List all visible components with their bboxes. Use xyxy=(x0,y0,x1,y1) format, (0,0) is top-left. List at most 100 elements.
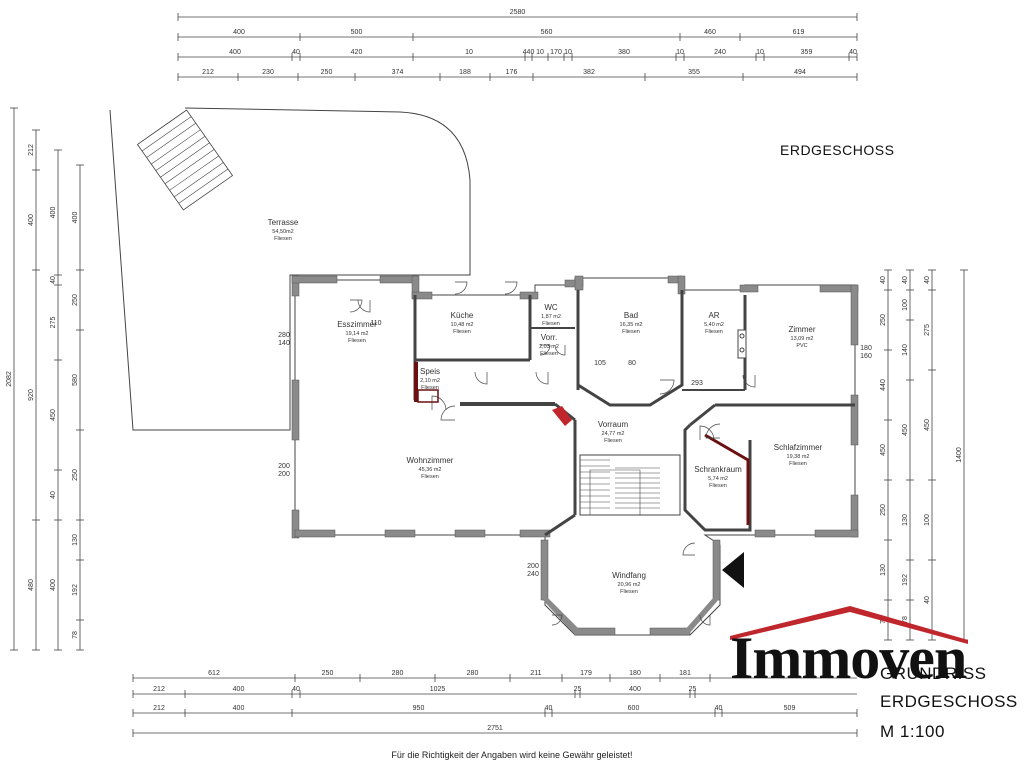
dim-top-row1-label: 560 xyxy=(541,29,553,36)
wall-south-6 xyxy=(814,529,859,538)
company-logo-text: Immoven xyxy=(730,625,967,691)
room-name: Esszimmer xyxy=(337,320,377,329)
stove-icon xyxy=(737,329,747,359)
dim-bottom-row3-label: 400 xyxy=(233,705,245,712)
dim-bottom-row2-label: 212 xyxy=(153,686,165,693)
opening-dim-label: 110 xyxy=(370,320,381,327)
dim-top-row3-label: 230 xyxy=(262,69,274,76)
dim-bottom-row2-label: 25 xyxy=(689,686,697,693)
dim-top-row3-label: 176 xyxy=(506,69,518,76)
stair-step xyxy=(155,135,206,171)
dim-right-2-label: 78 xyxy=(902,616,909,624)
stair-step xyxy=(178,168,229,204)
room-name: AR xyxy=(708,311,719,320)
dim-right-2-label: 100 xyxy=(902,299,909,311)
room-area: 5,40 m2 xyxy=(704,322,724,328)
walls xyxy=(291,275,859,636)
wall-accent-schrank xyxy=(704,433,750,525)
wall-windfang-e xyxy=(712,539,721,601)
dim-left-2-label: 400 xyxy=(50,579,57,591)
room-floor: Fliesen xyxy=(540,351,558,357)
stair-step xyxy=(174,162,224,198)
door-swing-icon xyxy=(539,344,551,356)
plan-title-line-2: ERDGESCHOSS xyxy=(880,692,1018,711)
dim-left-3-label: 250 xyxy=(72,469,79,481)
wall-west-middle xyxy=(291,379,300,441)
room-floor: Fliesen xyxy=(453,329,471,335)
fixtures xyxy=(349,281,756,626)
dim-bottom-row1-label: 280 xyxy=(467,670,479,677)
room-floor: Fliesen xyxy=(421,474,439,480)
stair-step xyxy=(137,109,187,145)
terrace-stairs xyxy=(136,109,234,211)
room-floor: Fliesen xyxy=(789,461,807,467)
dim-top-row2-label: 40 xyxy=(849,49,857,56)
room-area: 19,14 m2 xyxy=(346,331,369,337)
dim-right-1-label: 440 xyxy=(880,379,887,391)
logo-roof-icon xyxy=(730,606,968,644)
dim-bottom-row3-label: 212 xyxy=(153,705,165,712)
dim-top-row2-label: 10 xyxy=(564,49,572,56)
room-name: Windfang xyxy=(612,571,646,580)
dim-top-total-label: 2580 xyxy=(510,9,526,16)
opening-dim-label: 180 xyxy=(860,345,872,352)
dim-bottom-total-label: 2751 xyxy=(487,725,503,732)
room-area: 16,35 m2 xyxy=(620,322,643,328)
dim-left-total-label: 2082 xyxy=(6,371,13,387)
stair-step xyxy=(169,155,219,191)
room-name: Vorraum xyxy=(598,420,629,429)
wall-bad-corner-w xyxy=(574,275,584,291)
dim-left-3-label: 250 xyxy=(72,294,79,306)
wall-accent-speis xyxy=(414,362,418,402)
dim-left-1-label: 920 xyxy=(28,389,35,401)
room-name: Vorr. xyxy=(541,333,557,342)
speis-shelf xyxy=(417,389,439,403)
dim-left-3-label: 192 xyxy=(72,584,79,596)
room-name: Terrasse xyxy=(268,218,299,227)
room-area: 1,87 m2 xyxy=(541,314,561,320)
door-swing-icon xyxy=(349,299,363,313)
disclaimer-text: Für die Richtigkeit der Angaben wird kei… xyxy=(391,750,633,760)
dim-right-1-label: 40 xyxy=(880,276,887,284)
entrance-arrow-icon xyxy=(722,552,744,588)
dim-left-1-label: 400 xyxy=(28,214,35,226)
opening-dim-label: 280 xyxy=(278,332,290,339)
dim-right-1-label: 130 xyxy=(880,564,887,576)
dim-top-row2-label: 10 xyxy=(465,49,473,56)
dim-bottom-row2-label: 40 xyxy=(292,686,300,693)
room-area: 45,36 m2 xyxy=(419,467,442,473)
dim-top-row2-label: 10 xyxy=(536,49,544,56)
dim-bottom-row2-label: 1025 xyxy=(430,686,446,693)
wall-int-bad xyxy=(577,290,684,407)
dim-bottom-row2-label: 400 xyxy=(233,686,245,693)
dim-bottom-row1-label: 280 xyxy=(392,670,404,677)
dim-left-2-label: 40 xyxy=(50,491,57,499)
dim-top-row2-label: 240 xyxy=(714,49,726,56)
door-swing-icon xyxy=(440,405,456,421)
wall-north-3 xyxy=(411,291,433,300)
dim-bottom-row2-label: 25 xyxy=(574,686,582,693)
dim-right-1-label: 450 xyxy=(880,444,887,456)
plan-title-line-1: GRUNDRISS xyxy=(880,664,987,683)
stair-step xyxy=(151,129,201,165)
wall-east-2 xyxy=(850,394,859,446)
opening-dim-label: 200 xyxy=(278,463,290,470)
dim-top-row2-label: 440 xyxy=(523,49,535,56)
door-swing-icon xyxy=(682,542,696,556)
wall-int-diag-3 xyxy=(689,403,716,427)
logo-roof-shape xyxy=(730,606,968,644)
room-name: Schlafzimmer xyxy=(774,443,823,452)
wall-int-schrank xyxy=(683,423,752,532)
dim-top-row3-label: 355 xyxy=(688,69,700,76)
room-name: Zimmer xyxy=(788,325,815,334)
room-floor: Fliesen xyxy=(622,329,640,335)
opening-dim-label: 293 xyxy=(691,380,703,387)
